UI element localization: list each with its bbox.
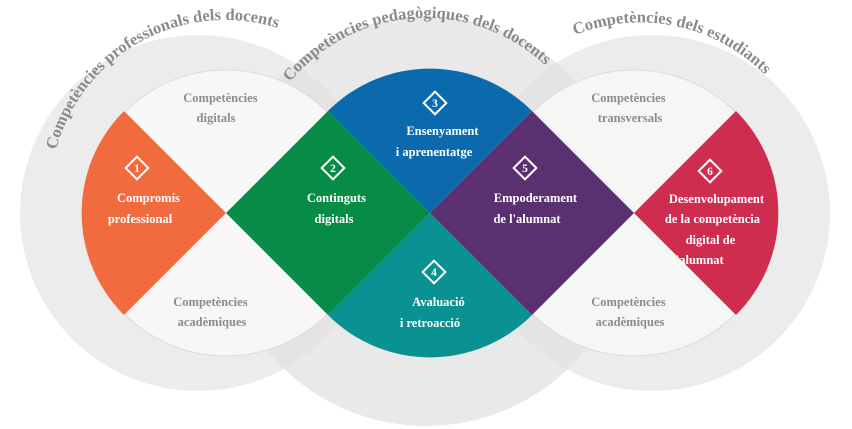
area-2-label: Continguts digitals: [307, 191, 369, 226]
svg-text:4: 4: [431, 267, 437, 279]
area-3-number-badge: 3: [422, 90, 448, 116]
svg-text:1: 1: [134, 163, 140, 175]
area-1-number-badge: 1: [124, 155, 150, 181]
svg-text:3: 3: [432, 98, 438, 110]
area-1-shape[interactable]: [81, 111, 226, 315]
area-4-number-badge: 4: [421, 259, 447, 285]
area-6-number-badge: 6: [697, 158, 723, 184]
inner-label-digital: Competències digitals: [183, 91, 260, 125]
inner-label-academic-left: Competències acadèmiques: [173, 295, 250, 329]
area-5-shape[interactable]: [430, 111, 634, 315]
area-5-label: Empoderament de l'alumnat: [493, 191, 580, 226]
area-6-shape[interactable]: [634, 111, 779, 315]
svg-text:2: 2: [330, 163, 336, 175]
area-2-number-badge: 2: [320, 155, 346, 181]
svg-text:5: 5: [522, 163, 528, 175]
area-3-label: Ensenyament i aprenentatge: [396, 124, 482, 159]
inner-label-academic-right: Competències acadèmiques: [591, 295, 668, 329]
area-5-number-badge: 5: [512, 155, 538, 181]
area-6-label: Desenvolupament de la competència digita…: [665, 192, 767, 267]
area-4-label: Avaluació i retroacció: [400, 295, 468, 330]
area-4-shape[interactable]: [328, 213, 532, 358]
area-3-shape[interactable]: [328, 68, 532, 214]
svg-text:6: 6: [707, 166, 713, 178]
inner-label-transversal: Competències transversals: [591, 91, 668, 125]
area-1-label: Compromís professional: [108, 191, 183, 226]
